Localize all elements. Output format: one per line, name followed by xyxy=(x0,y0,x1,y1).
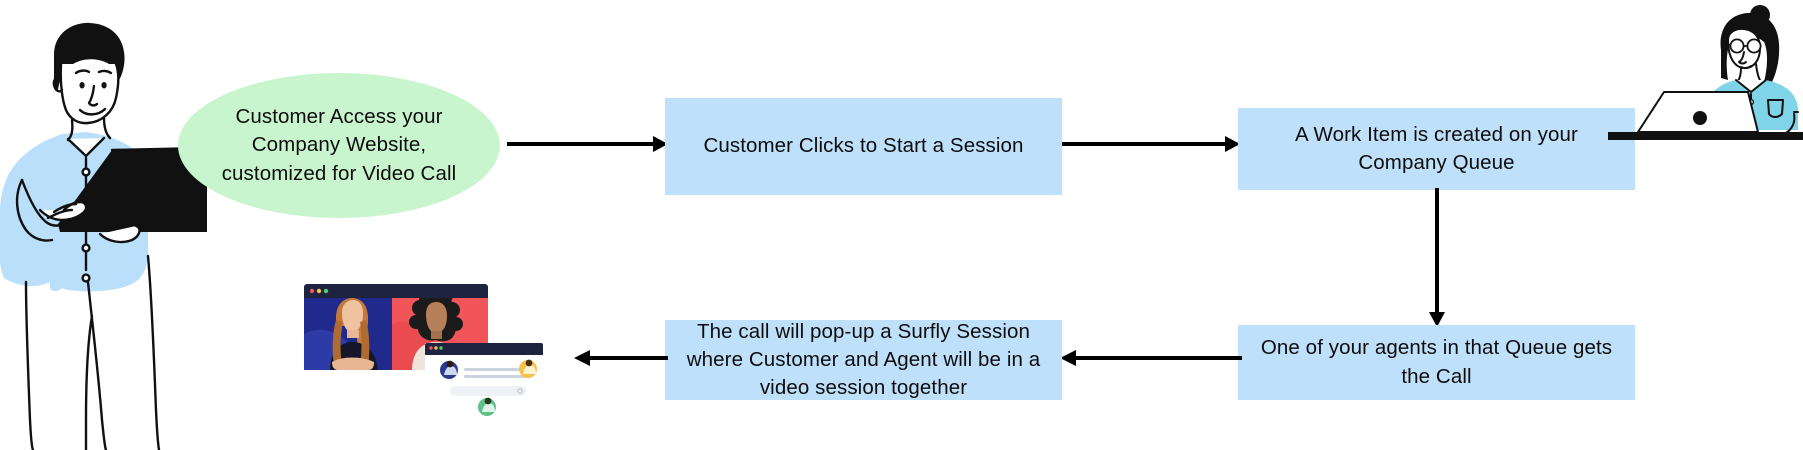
arrow-surfly-to-thumbnail xyxy=(572,347,668,369)
arrow-agent-to-surfly xyxy=(1058,347,1242,369)
arrow-start-to-clicks xyxy=(505,133,670,155)
node-start[interactable]: Customer Access your Company Website, cu… xyxy=(178,73,500,218)
agent-person-illustration xyxy=(1608,4,1803,154)
node-agent-gets-call[interactable]: One of your agents in that Queue gets th… xyxy=(1238,325,1635,400)
video-call-thumbnail-illustration xyxy=(300,276,570,450)
node-work-item-created[interactable]: A Work Item is created on your Company Q… xyxy=(1238,108,1635,190)
customer-person-illustration xyxy=(0,20,207,450)
node-customer-clicks[interactable]: Customer Clicks to Start a Session xyxy=(665,98,1062,195)
node-surfly-session[interactable]: The call will pop-up a Surfly Session wh… xyxy=(665,320,1062,400)
arrow-clicks-to-work-item xyxy=(1062,133,1242,155)
arrow-work-item-to-agent xyxy=(1426,188,1448,328)
